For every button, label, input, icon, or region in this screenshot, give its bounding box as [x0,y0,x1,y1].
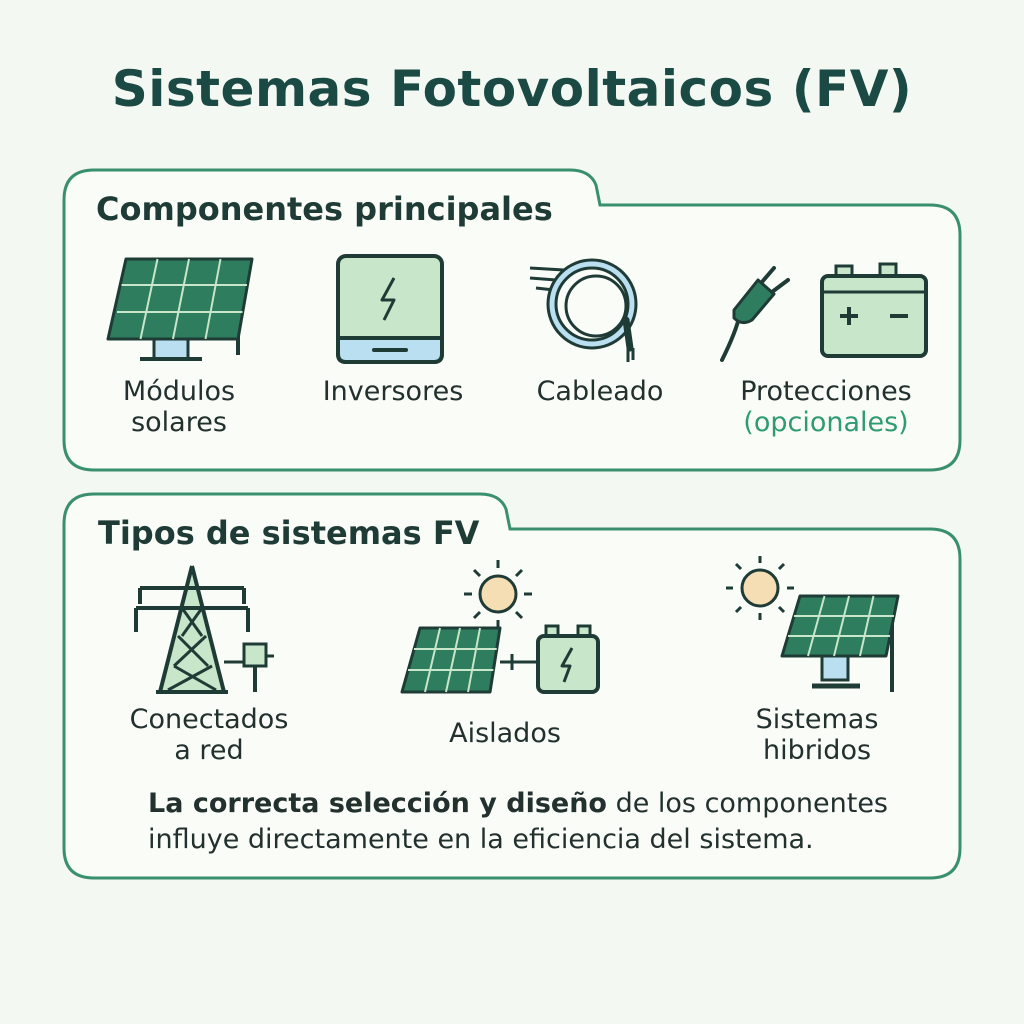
summary-rest: de los componentes [606,788,888,819]
hybrid-icon [726,556,900,692]
small-panel-icon [400,626,502,694]
summary-text: La correcta selección y diseño de los co… [148,786,948,858]
battery-icon [820,262,928,358]
sun-icon [726,556,794,620]
label-hibridos: Sistemas hibridos [755,704,879,766]
power-tower-icon [134,565,274,694]
label-inversores: Inversores [322,376,464,407]
solar-panel-icon [106,257,254,361]
label-cableado: Cableado [536,376,664,407]
label-conectados: Conectados a red [129,704,289,766]
types-frame [62,492,962,880]
sun-icon [464,560,532,628]
summary-bold: La correcta selección y diseño [148,788,607,819]
components-frame [62,168,962,472]
off-grid-icon [400,560,600,694]
label-modulos: Módulos solares [122,376,236,438]
label-protecciones: Protecciones (opcionales) [740,376,912,438]
inverter-icon [336,254,444,364]
small-battery-icon [536,624,600,694]
plug-icon [720,266,790,362]
hybrid-panel-icon [780,594,900,692]
components-heading: Componentes principales [96,190,553,228]
cable-icon [529,258,638,362]
types-heading: Tipos de sistemas FV [98,514,480,552]
label-aislados: Aislados [449,718,561,749]
page-title: Sistemas Fotovoltaicos (FV) [111,60,913,118]
plug-battery-icon [720,262,928,362]
summary-line2: influye directamente en la eficiencia de… [148,824,814,855]
